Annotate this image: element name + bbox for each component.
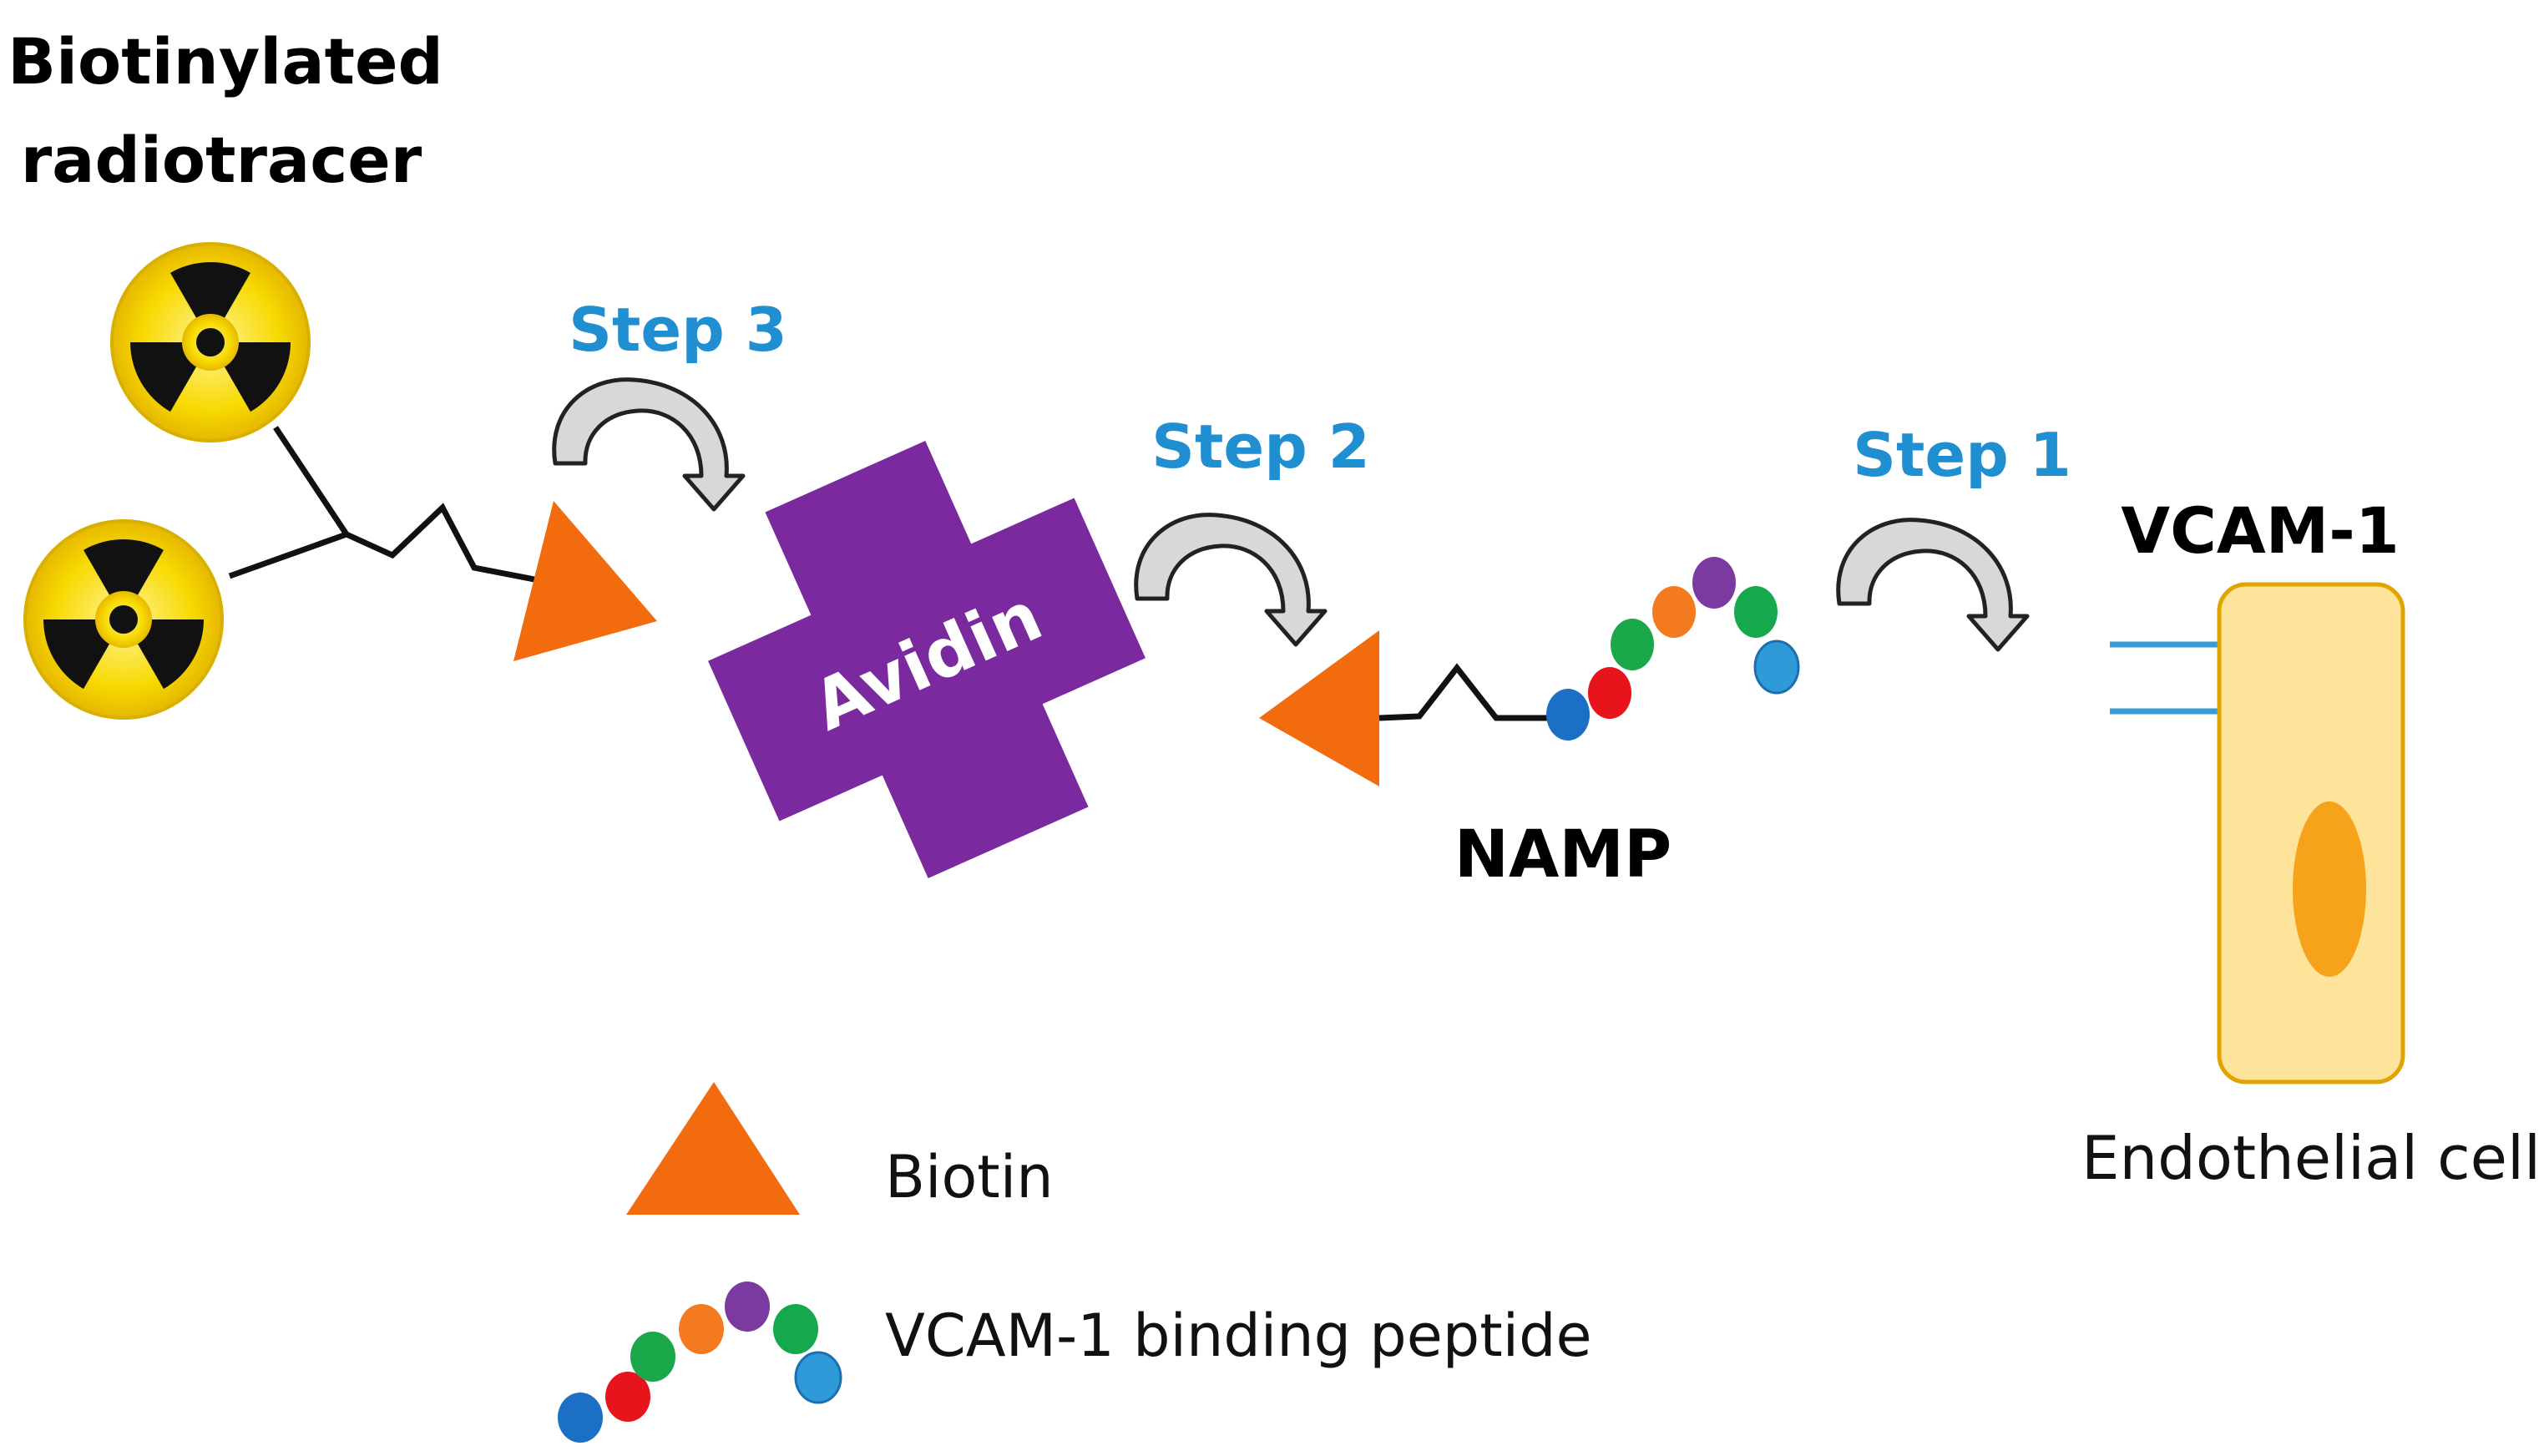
- radiotracer-branch: [228, 531, 348, 579]
- radiotracer-linker: [273, 426, 535, 583]
- legend: Biotin VCAM-1 binding peptide: [558, 1082, 1592, 1443]
- namp-biotin-triangle: [1259, 630, 1379, 786]
- cell-nucleus: [2293, 801, 2366, 977]
- legend-biotin-label: Biotin: [885, 1143, 1054, 1211]
- namp-peptide-chain: [1546, 557, 1800, 741]
- legend-biotin-triangle: [626, 1082, 800, 1215]
- radiation-icon: [22, 513, 224, 720]
- radiotracer-title-line2: radiotracer: [21, 123, 422, 197]
- biotin-triangle: [513, 501, 657, 661]
- step3-label: Step 3: [569, 295, 787, 365]
- legend-peptide-label: VCAM-1 binding peptide: [885, 1302, 1592, 1370]
- namp-label: NAMP: [1454, 817, 1672, 892]
- curved-arrow-icon: [1838, 520, 2027, 650]
- endothelial-cell-label: Endothelial cell: [2081, 1123, 2541, 1193]
- curved-arrow-icon: [1136, 515, 1325, 645]
- curved-arrow-icon: [554, 380, 743, 509]
- step2-label: Step 2: [1151, 412, 1370, 482]
- vcam1-label: VCAM-1: [2121, 493, 2399, 568]
- namp-linker: [1378, 663, 1553, 721]
- radiation-icon: [109, 236, 311, 442]
- step1-label: Step 1: [1853, 420, 2071, 490]
- radiotracer-title-line1: Biotinylated: [8, 24, 443, 99]
- avidin-cross: Avidin: [708, 441, 1146, 878]
- legend-peptide-chain: [558, 1282, 842, 1443]
